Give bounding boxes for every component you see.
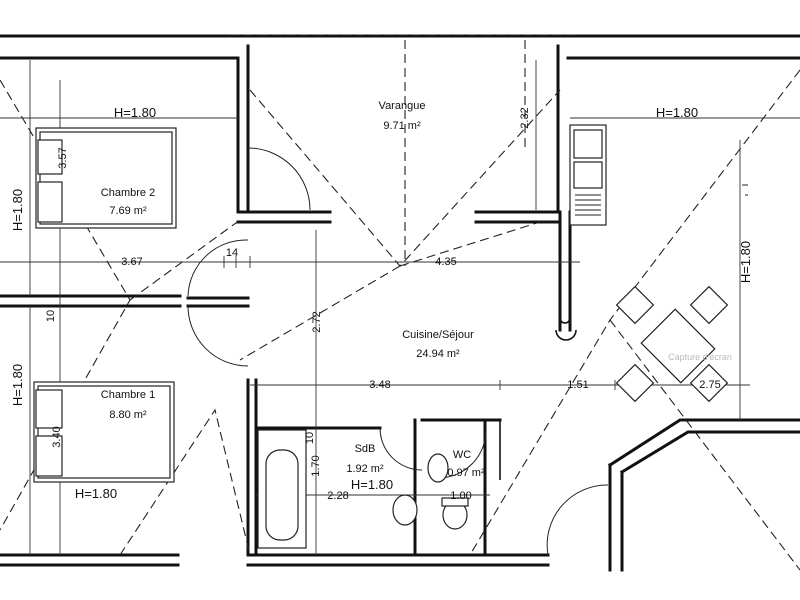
room-name-sdb: SdB	[355, 443, 376, 455]
dining-table	[615, 285, 729, 403]
room-name-chambre-2: Chambre 2	[101, 187, 155, 199]
dimension-10-left: 10	[45, 310, 57, 322]
height-label-left-upper: H=1.80	[10, 189, 25, 231]
dimension-3-67: 3.67	[121, 256, 142, 268]
dimension-2-75: 2.75	[699, 379, 720, 391]
bathtub	[257, 429, 307, 549]
dimension-3-40: 3.40	[51, 426, 63, 447]
height-label-top-right: H=1.80	[656, 105, 698, 120]
dimension-4-35: 4.35	[435, 256, 456, 268]
dimension-14: 14	[226, 247, 238, 259]
doors	[187, 147, 609, 556]
height-label-bottom-left: H=1.80	[75, 486, 117, 501]
room-name-varangue: Varangue	[379, 100, 426, 112]
room-name-cuisine: Cuisine/Séjour	[402, 329, 474, 341]
bed-chambre-2	[35, 127, 177, 229]
dimension-1-00: 1.00	[450, 490, 471, 502]
dimension-3-57: 3.57	[57, 147, 69, 168]
dimension-1-51: 1.51	[567, 379, 588, 391]
height-label-top-left: H=1.80	[114, 105, 156, 120]
room-name-wc: WC	[453, 449, 471, 461]
kitchen-counter	[569, 124, 607, 226]
room-area-chambre-2: 7.69 m²	[109, 205, 147, 217]
dimension-2-32: 2.32	[519, 107, 531, 128]
dimension-10-mid: 10	[304, 432, 316, 444]
watermark: Capture d'écran	[668, 352, 732, 362]
room-area-chambre-1: 8.80 m²	[109, 409, 147, 421]
room-area-cuisine: 24.94 m²	[416, 348, 460, 360]
room-area-wc: 0.97 m²	[447, 467, 485, 479]
room-area-sdb: 1.92 m²	[346, 463, 384, 475]
dimension-2-28: 2.28	[327, 490, 348, 502]
right-wall-marks	[742, 184, 748, 196]
dimension-2-72: 2.72	[311, 311, 323, 332]
room-name-chambre-1: Chambre 1	[101, 389, 155, 401]
bed-chambre-1	[33, 381, 175, 483]
dimension-3-48: 3.48	[369, 379, 390, 391]
height-label-bottom-mid: H=1.80	[351, 477, 393, 492]
height-label-right: H=1.80	[738, 241, 753, 283]
bathroom-fixtures	[392, 453, 469, 530]
height-label-left-lower: H=1.80	[10, 364, 25, 406]
room-area-varangue: 9.71 m²	[383, 120, 421, 132]
dimension-1-70: 1.70	[310, 455, 322, 476]
